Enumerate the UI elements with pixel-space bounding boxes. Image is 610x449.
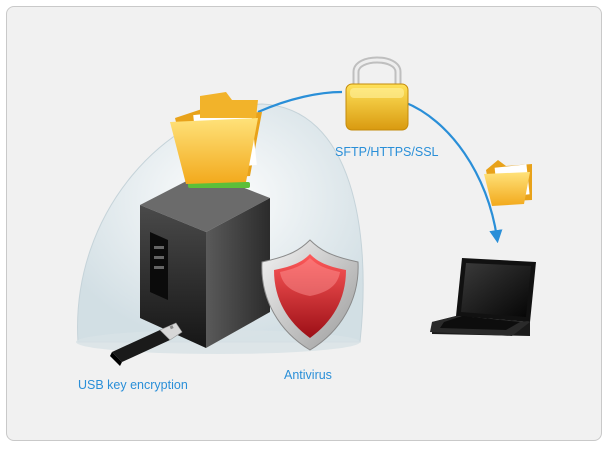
antivirus-label: Antivirus — [284, 368, 332, 382]
laptop-icon — [430, 258, 536, 336]
shield-icon — [261, 239, 359, 351]
connection-arc-server-to-lock — [257, 90, 343, 114]
sftp-label: SFTP/HTTPS/SSL — [335, 145, 439, 159]
usb-encryption-label: USB key encryption — [78, 378, 188, 392]
transfer-folder-icon — [484, 160, 532, 206]
lock-icon — [345, 56, 409, 131]
usb-key-icon — [110, 322, 183, 366]
server-folder-icon — [170, 92, 262, 188]
server-icon — [140, 172, 270, 348]
connection-arc-lock-to-laptop — [403, 100, 503, 244]
